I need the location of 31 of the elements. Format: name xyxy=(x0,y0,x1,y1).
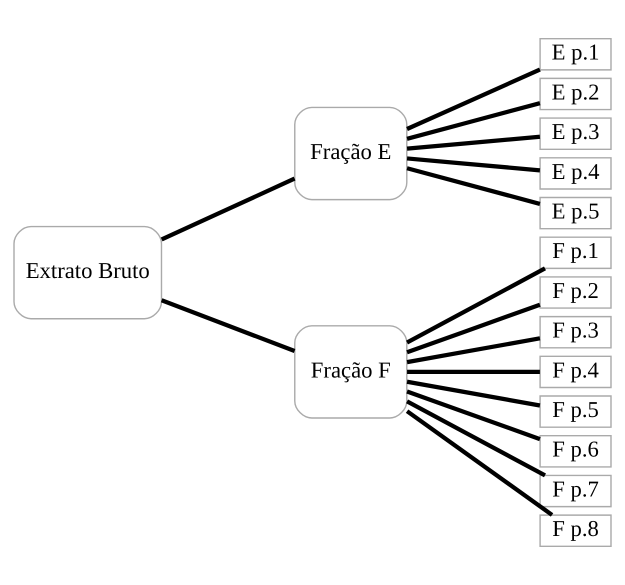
node-box: E p.1 xyxy=(539,38,612,71)
node-box: F p.8 xyxy=(539,514,612,548)
connector xyxy=(407,370,540,374)
connector xyxy=(406,134,540,151)
connector xyxy=(406,390,541,442)
node-box: F p.1 xyxy=(539,236,612,270)
connector xyxy=(160,176,296,242)
node-box: Fração E xyxy=(294,106,408,200)
connector xyxy=(406,101,540,141)
node-box: F p.6 xyxy=(539,435,612,468)
node-box: F p.7 xyxy=(539,474,612,508)
connector xyxy=(406,336,540,364)
connector xyxy=(406,166,540,206)
connector xyxy=(406,380,540,408)
node-box: F p.4 xyxy=(539,356,612,388)
connector xyxy=(406,156,540,172)
connector xyxy=(406,399,546,478)
node-box: Fração F xyxy=(294,325,408,419)
node-box: E p.4 xyxy=(539,157,612,190)
connector xyxy=(406,68,541,131)
node-box: F p.3 xyxy=(539,316,612,349)
connector xyxy=(160,298,296,353)
node-box: E p.2 xyxy=(539,78,612,110)
node-box: F p.5 xyxy=(539,395,612,428)
connector xyxy=(406,409,554,517)
node-box: Extrato Bruto xyxy=(13,226,162,320)
connector xyxy=(406,266,546,344)
connector xyxy=(406,302,541,354)
node-box: F p.2 xyxy=(539,276,612,309)
node-box: E p.5 xyxy=(539,196,612,230)
node-box: E p.3 xyxy=(539,117,612,150)
